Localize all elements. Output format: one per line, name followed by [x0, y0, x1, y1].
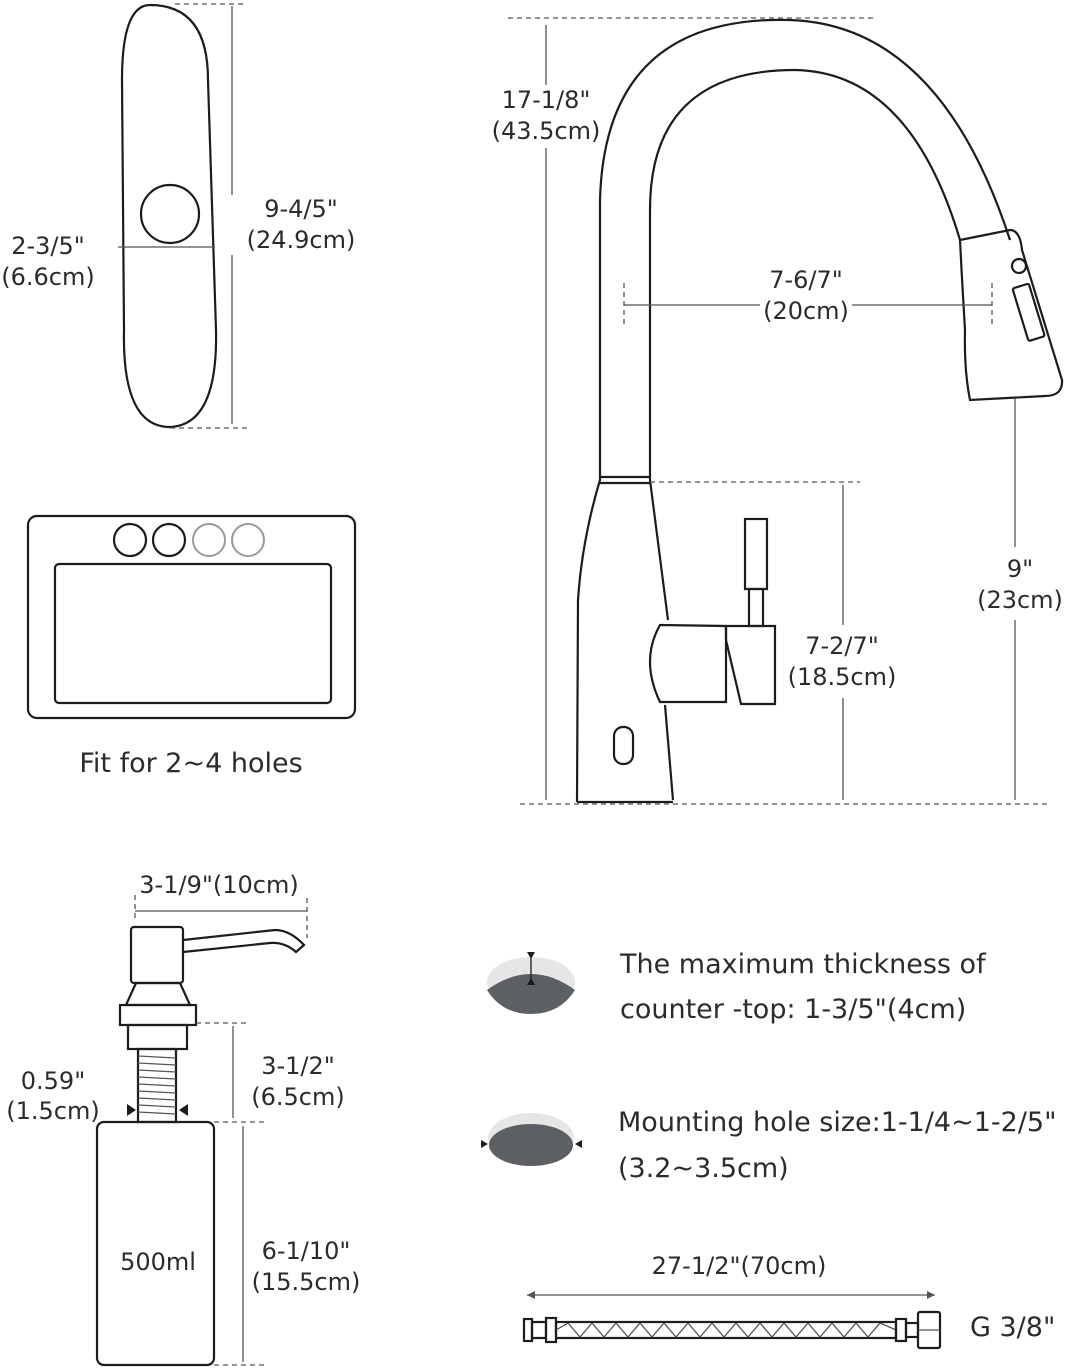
soap-shank-length: 3-1/2"	[261, 1052, 335, 1080]
soap-bottle-height: 6-1/10"	[262, 1237, 351, 1265]
cover-plate	[118, 3, 250, 429]
faucet-handle-height: 7-2/7"	[805, 632, 879, 660]
cover-plate-height-label: 9-4/5"	[264, 195, 338, 223]
soap-shank-diameter-metric: (1.5cm)	[6, 1097, 99, 1125]
soap-bottle-height-metric: (15.5cm)	[252, 1268, 361, 1296]
sink-hole-2	[151, 522, 187, 558]
countertop-thickness-line-1: The maximum thickness of	[619, 949, 987, 980]
sink-caption: Fit for 2~4 holes	[79, 748, 302, 779]
faucet-total-height-metric: (43.5cm)	[492, 117, 601, 145]
soap-dispenser	[95, 895, 308, 1367]
shank-threads	[137, 1055, 177, 1115]
faucet-reach: 7-6/7"	[769, 266, 843, 294]
sink-hole-1	[112, 522, 148, 558]
cover-plate-height-label-metric: (24.9cm)	[247, 226, 356, 254]
soap-shank-length-metric: (6.5cm)	[251, 1083, 344, 1111]
countertop-thickness-line-2: counter -top: 1-3/5"(4cm)	[620, 994, 966, 1025]
soap-bottle-volume: 500ml	[120, 1248, 196, 1276]
mounting-hole-line-1: Mounting hole size:1-1/4~1-2/5"	[618, 1107, 1057, 1138]
sink-illustration	[26, 514, 357, 720]
mounting-hole-line-2: (3.2~3.5cm)	[618, 1153, 789, 1184]
faucet-spout-height-metric: (23cm)	[977, 586, 1063, 614]
sink-hole-4	[231, 523, 265, 557]
pull-down-faucet	[508, 17, 1064, 805]
braided-hose	[522, 1291, 942, 1350]
soap-nozzle-width: 3-1/9"(10cm)	[139, 871, 298, 899]
hose-length: 27-1/2"(70cm)	[652, 1252, 827, 1280]
hose-thread-size: G 3/8"	[970, 1312, 1055, 1343]
cover-plate-hole-label-metric: (6.6cm)	[1, 263, 94, 291]
faucet-reach-metric: (20cm)	[763, 297, 849, 325]
mounting-hole-icon	[481, 1113, 582, 1166]
soap-shank-diameter: 0.59"	[21, 1067, 85, 1095]
faucet-handle-height-metric: (18.5cm)	[788, 663, 897, 691]
faucet-spout-height: 9"	[1007, 555, 1033, 583]
faucet-total-height: 17-1/8"	[502, 86, 591, 114]
sink-hole-3	[192, 523, 226, 557]
countertop-thickness-icon	[487, 952, 575, 1014]
cover-plate-hole-label: 2-3/5"	[11, 232, 85, 260]
